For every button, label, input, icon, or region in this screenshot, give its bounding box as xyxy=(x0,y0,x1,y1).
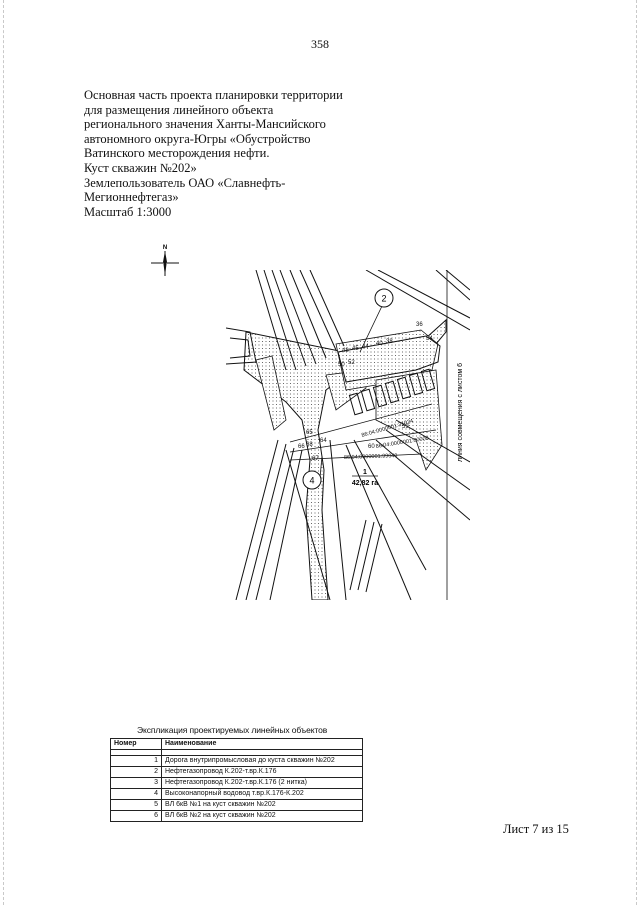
sheet-label: Лист 7 из 15 xyxy=(503,822,569,836)
table-row: 2 Нефтегазопровод К.202-т.вр.К.176 xyxy=(110,766,363,778)
point-label: 60 xyxy=(368,444,375,450)
point-label: 44 xyxy=(362,344,369,350)
table-row: 1 Дорога внутрипромысловая до куста сква… xyxy=(110,755,363,767)
page-edge-left xyxy=(3,0,4,905)
legend-row-name: ВЛ 6кВ №1 на куст скважин №202 xyxy=(161,799,363,811)
legend-row-number: 3 xyxy=(110,777,162,789)
legend-row-name: Нефтегазопровод К.202-т.вр.К.176 (2 нитк… xyxy=(161,777,363,789)
table-row: 4 Высоконапорный водовод т.вр.К.176-К.20… xyxy=(110,788,363,800)
circle-label: 4 xyxy=(309,476,314,486)
legend-header-number: Номер xyxy=(110,738,162,750)
table-row: 6 ВЛ 6кВ №2 на куст скважин №202 xyxy=(110,810,363,822)
point-label: 59 xyxy=(402,424,409,430)
title-line: Основная часть проекта планировки террит… xyxy=(84,88,343,102)
legend-header-row: Номер Наименование xyxy=(110,738,363,750)
legend-row-number: 2 xyxy=(110,766,162,778)
point-label: 65 xyxy=(306,430,313,436)
title-block: Основная часть проекта планировки террит… xyxy=(84,88,384,219)
legend-table: Номер Наименование 1 Дорога внутрипромыс… xyxy=(110,738,363,822)
point-label: 48 xyxy=(342,348,349,354)
legend-row-number: 6 xyxy=(110,810,162,822)
site-plan-map: 2 4 48 45 44 40 38 36 54 50 52 59 60 65 … xyxy=(226,270,470,600)
area-number: 1 xyxy=(363,469,367,476)
match-line-label: линия совмещения с листом 6 xyxy=(457,363,464,462)
page-number: 358 xyxy=(311,37,329,51)
legend-header-name: Наименование xyxy=(161,738,363,750)
point-label: 54 xyxy=(426,336,433,342)
point-label: 67 xyxy=(312,456,319,462)
area-size: 42,82 га xyxy=(352,480,378,487)
point-label: 36 xyxy=(416,322,423,328)
title-line: Ватинского месторождения нефти. xyxy=(84,146,270,161)
page-edge-right xyxy=(636,0,637,905)
legend-row-name: Дорога внутрипромысловая до куста скважи… xyxy=(161,755,363,767)
legend-row-name: ВЛ 6кВ №2 на куст скважин №202 xyxy=(161,810,363,822)
north-arrow-icon: N xyxy=(151,245,179,276)
scale-label: Масштаб 1:3000 xyxy=(84,204,172,219)
point-label: 68 xyxy=(306,442,313,448)
point-label: 50 xyxy=(338,362,345,368)
point-label: 45 xyxy=(352,346,359,352)
point-label: 40 xyxy=(376,341,383,347)
legend-row-name: Нефтегазопровод К.202-т.вр.К.176 xyxy=(161,766,363,778)
table-row: 5 ВЛ 6кВ №1 на куст скважин №202 xyxy=(110,799,363,811)
title-line: Мегионнефтегаз» xyxy=(84,190,179,205)
table-row: 3 Нефтегазопровод К.202-т.вр.К.176 (2 ни… xyxy=(110,777,363,789)
point-label: 66 xyxy=(298,444,305,450)
parcel-label: 86:04:0000001:99040 xyxy=(344,453,398,461)
legend-row-number: 1 xyxy=(110,755,162,767)
north-label: N xyxy=(163,245,167,251)
title-line: для размещения линейного объекта xyxy=(84,102,274,117)
point-label: 64 xyxy=(320,438,327,444)
legend-row-number: 4 xyxy=(110,788,162,800)
legend-row-number: 5 xyxy=(110,799,162,811)
circle-label: 2 xyxy=(381,294,386,304)
title-line: регионального значения Ханты-Мансийского xyxy=(84,117,326,132)
title-line: Землепользователь ОАО «Славнефть- xyxy=(84,175,286,190)
legend-row-name: Высоконапорный водовод т.вр.К.176-К.202 xyxy=(161,788,363,800)
point-label: 38 xyxy=(386,339,393,345)
title-line: Куст скважин №202» xyxy=(84,160,197,175)
title-line: автономного округа-Югры «Обустройство xyxy=(84,131,311,146)
legend-title: Экспликация проектируемых линейных объек… xyxy=(137,725,328,735)
point-label: 52 xyxy=(348,360,355,366)
